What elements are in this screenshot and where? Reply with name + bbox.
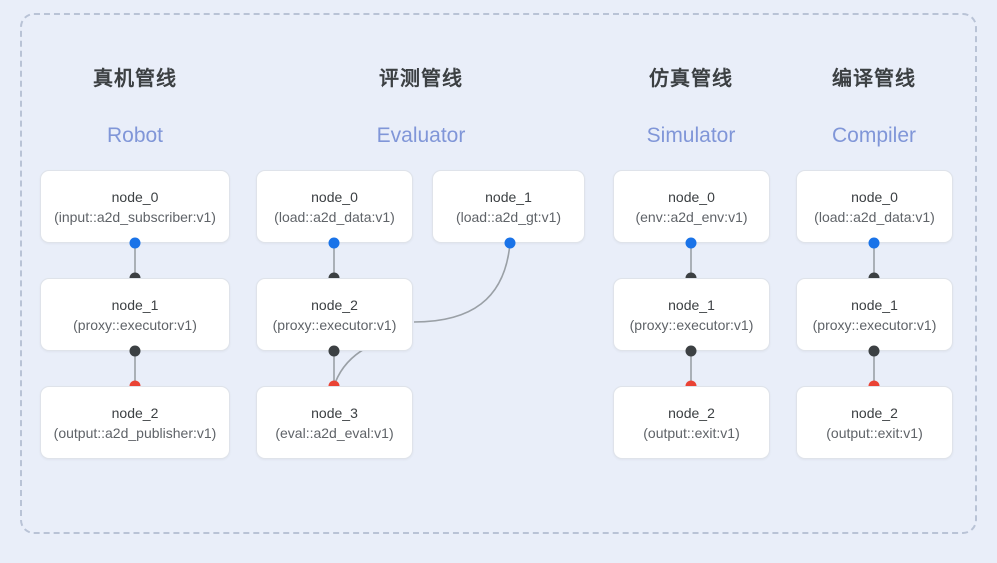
node-label-type: (eval::a2d_eval:v1) [275, 424, 394, 441]
node-evaluator-0[interactable]: node_0 (load::a2d_data:v1) [256, 170, 413, 243]
node-label-type: (proxy::executor:v1) [272, 316, 397, 333]
node-label-name: node_2 [668, 404, 715, 421]
node-label-name: node_3 [311, 404, 358, 421]
node-compiler-1[interactable]: node_1 (proxy::executor:v1) [796, 278, 953, 351]
node-label-name: node_2 [111, 404, 159, 421]
port-out-evaluator-2[interactable] [328, 345, 340, 357]
port-out-robot-0[interactable] [129, 237, 141, 249]
node-simulator-1[interactable]: node_1 (proxy::executor:v1) [613, 278, 770, 351]
node-evaluator-gt[interactable]: node_1 (load::a2d_gt:v1) [432, 170, 585, 243]
column-subtitle-evaluator: Evaluator [376, 124, 466, 147]
node-label-name: node_2 [311, 296, 358, 313]
node-label-name: node_2 [851, 404, 898, 421]
node-label-name: node_0 [311, 188, 358, 205]
node-evaluator-3[interactable]: node_3 (eval::a2d_eval:v1) [256, 386, 413, 459]
node-simulator-0[interactable]: node_0 (env::a2d_env:v1) [613, 170, 770, 243]
node-robot-2[interactable]: node_2 (output::a2d_publisher:v1) [40, 386, 230, 459]
node-label-type: (proxy::executor:v1) [73, 316, 197, 333]
node-label-name: node_0 [668, 188, 715, 205]
node-compiler-2[interactable]: node_2 (output::exit:v1) [796, 386, 953, 459]
node-label-type: (env::a2d_env:v1) [635, 208, 748, 225]
node-label-type: (proxy::executor:v1) [812, 316, 937, 333]
port-out-evaluator-0[interactable] [328, 237, 340, 249]
node-label-name: node_1 [111, 296, 159, 313]
node-label-type: (output::exit:v1) [826, 424, 923, 441]
port-out-compiler-1[interactable] [868, 345, 880, 357]
port-out-evaluator-gt[interactable] [504, 237, 516, 249]
column-title-compiler: 编译管线 [832, 68, 916, 90]
node-simulator-2[interactable]: node_2 (output::exit:v1) [613, 386, 770, 459]
node-label-name: node_1 [851, 296, 898, 313]
node-compiler-0[interactable]: node_0 (load::a2d_data:v1) [796, 170, 953, 243]
column-subtitle-compiler: Compiler [831, 124, 917, 147]
port-out-robot-1[interactable] [129, 345, 141, 357]
column-subtitle-robot: Robot [106, 124, 164, 147]
node-label-name: node_1 [668, 296, 715, 313]
column-subtitle-simulator: Simulator [646, 124, 736, 147]
node-label-type: (output::exit:v1) [643, 424, 740, 441]
column-title-evaluator: 评测管线 [379, 68, 463, 90]
node-label-name: node_1 [485, 188, 532, 205]
node-robot-1[interactable]: node_1 (proxy::executor:v1) [40, 278, 230, 351]
node-label-type: (load::a2d_data:v1) [274, 208, 395, 225]
node-label-type: (input::a2d_subscriber:v1) [54, 208, 216, 225]
diagram-dashed-frame [20, 13, 977, 534]
node-label-name: node_0 [111, 188, 159, 205]
column-title-simulator: 仿真管线 [649, 68, 733, 90]
node-robot-0[interactable]: node_0 (input::a2d_subscriber:v1) [40, 170, 230, 243]
node-label-name: node_0 [851, 188, 898, 205]
port-out-compiler-0[interactable] [868, 237, 880, 249]
node-label-type: (load::a2d_gt:v1) [455, 208, 562, 225]
port-out-simulator-1[interactable] [685, 345, 697, 357]
column-title-robot: 真机管线 [93, 68, 177, 90]
port-out-simulator-0[interactable] [685, 237, 697, 249]
node-label-type: (load::a2d_data:v1) [814, 208, 935, 225]
node-evaluator-2[interactable]: node_2 (proxy::executor:v1) [256, 278, 413, 351]
node-label-type: (proxy::executor:v1) [629, 316, 754, 333]
node-label-type: (output::a2d_publisher:v1) [53, 424, 217, 441]
